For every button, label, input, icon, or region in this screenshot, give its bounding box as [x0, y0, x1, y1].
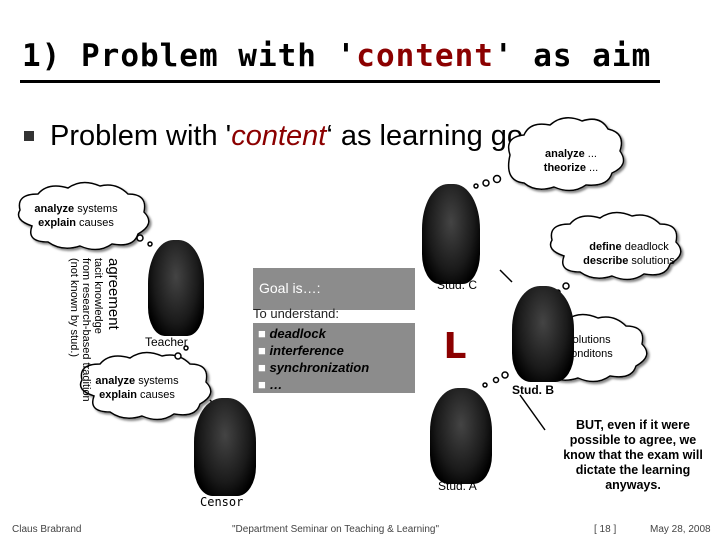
censor-silhouette — [194, 398, 256, 496]
cloud-right-mid-text: define deadlock describe solutions — [574, 240, 684, 268]
student-c-silhouette — [422, 184, 480, 284]
rotated-not-known: (not known by stud.) — [68, 258, 80, 402]
label-stud-c: Stud. C — [437, 278, 477, 292]
goal-list: ■ deadlock ■ interference ■ synchronizat… — [258, 325, 369, 393]
label-stud-b: Stud. B — [512, 383, 554, 397]
goal-item: ■ deadlock — [258, 325, 369, 342]
rotated-agreement: agreement — [104, 258, 122, 402]
sad-face-icon: L — [434, 326, 476, 368]
student-a-silhouette — [430, 388, 492, 484]
footer-page: [ 18 ] — [594, 524, 616, 535]
label-censor: Censor — [200, 495, 243, 509]
cloud-top-left-text: analyze systems explain causes — [26, 202, 126, 230]
cloud-top-right-text: analyze ... theorize ... — [526, 147, 616, 175]
goal-title: Goal is…: — [259, 280, 320, 296]
rotated-research: from research-based tradition — [80, 258, 92, 402]
rotated-tacit: tacit knowledge — [92, 258, 104, 402]
footer-seminar: "Department Seminar on Teaching & Learni… — [232, 524, 439, 535]
goal-subtitle: To understand: — [253, 306, 339, 321]
rotated-agreement-block: agreement tacit knowledge from research-… — [10, 230, 130, 380]
goal-list-box: ■ deadlock ■ interference ■ synchronizat… — [253, 323, 415, 393]
but-note: BUT, even if it were possible to agree, … — [562, 418, 704, 493]
goal-title-box: Goal is…: — [253, 268, 415, 310]
goal-item: ■ … — [258, 376, 369, 393]
footer-author: Claus Brabrand — [12, 524, 81, 535]
goal-item: ■ synchronization — [258, 359, 369, 376]
label-teacher: Teacher — [145, 335, 188, 349]
goal-item: ■ interference — [258, 342, 369, 359]
student-b-silhouette — [512, 286, 574, 382]
footer-date: May 28, 2008 — [650, 524, 711, 535]
label-stud-a: Stud. A — [438, 479, 477, 493]
teacher-silhouette — [148, 240, 204, 336]
